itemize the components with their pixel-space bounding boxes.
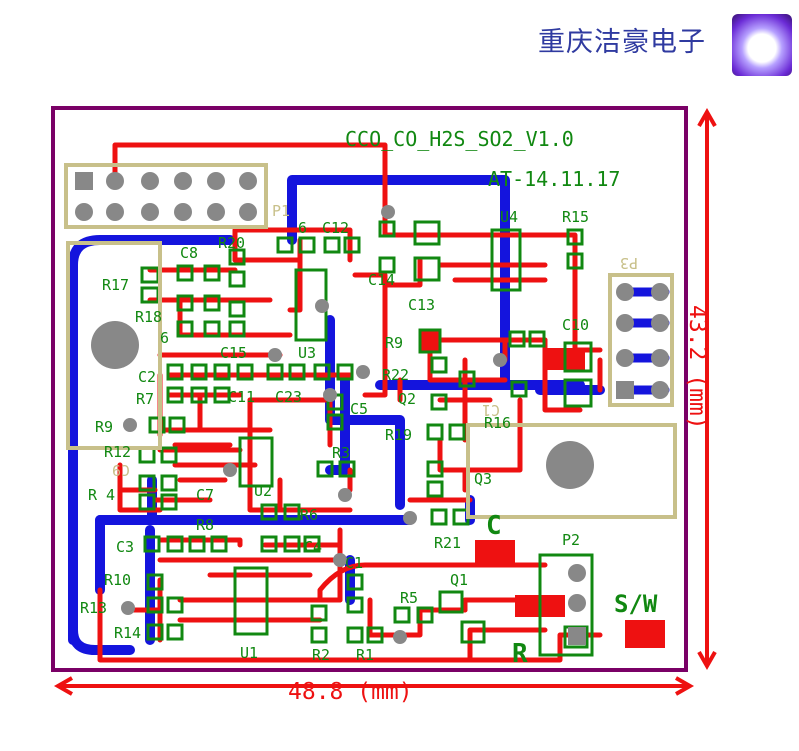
designator-p3: P3 (620, 254, 638, 272)
designator: R7 (136, 390, 154, 408)
designator: 6 (298, 219, 307, 237)
designator: C23 (275, 388, 302, 406)
designator: R22 (382, 366, 409, 384)
designator: R12 (104, 443, 131, 461)
designator: U2 (254, 482, 272, 500)
smd-footprints (138, 220, 594, 657)
designator: C10 (562, 316, 589, 334)
vias (121, 205, 507, 644)
p3-header-pins (616, 283, 669, 399)
sensor-left-outline (66, 241, 162, 450)
designator-labels: U4 R15 C12 6 R20 C8 R17 C14 C13 R18 6 C1… (80, 208, 589, 664)
designator: C4 (304, 538, 322, 556)
designator: R21 (434, 534, 461, 552)
top-layer-traces (97, 142, 603, 663)
silkscreen (64, 163, 677, 519)
designator: R3 (332, 444, 350, 462)
designator: R9 (95, 418, 113, 436)
width-dimension-label: 48.8 (mm) (288, 679, 413, 705)
p2-header-pins (568, 564, 586, 645)
designator: C11 (228, 388, 255, 406)
designator: R13 (80, 599, 107, 617)
designator: 6 (160, 329, 169, 347)
pad-label-r: R (512, 639, 528, 669)
pad-label-c: C (486, 511, 502, 541)
designator: C12 (322, 219, 349, 237)
designator: Q1 (450, 571, 468, 589)
designator: R16 (484, 414, 511, 432)
pad-label-sw: S/W (614, 590, 658, 618)
designator: R14 (114, 624, 141, 642)
designator: C13 (408, 296, 435, 314)
height-dimension-label: 43.2 (mm) (684, 305, 710, 430)
designator: R20 (218, 234, 245, 252)
designator-c9-mirrored: C9 (112, 461, 130, 479)
designator: Q2 (398, 390, 416, 408)
designator: R18 (135, 308, 162, 326)
designator: R6 (300, 506, 318, 524)
designator: C7 (196, 486, 214, 504)
designator: C14 (368, 271, 395, 289)
designator: R2 (312, 646, 330, 664)
designator: U4 (500, 208, 518, 226)
brand-name: 重庆洁豪电子 (538, 27, 706, 58)
designator: R10 (104, 571, 131, 589)
designator-p1: P1 (272, 202, 290, 220)
designator: R5 (400, 589, 418, 607)
designator: C1 (345, 554, 363, 572)
designator: C8 (180, 244, 198, 262)
designator: R1 (356, 646, 374, 664)
dimension-lines (53, 107, 717, 696)
hand-logo-icon (732, 14, 792, 76)
designator-c1-mirrored: C1 (482, 401, 500, 419)
p1-header-pins (75, 172, 257, 221)
board-title: CCO_CO_H2S_SO2_V1.0 (345, 127, 574, 151)
p3-header-traces (620, 287, 670, 395)
p1-header-outline (64, 163, 268, 229)
designator: C3 (116, 538, 134, 556)
designator: U1 (240, 644, 258, 662)
sensor-right-outline (466, 423, 677, 519)
designator: C15 (220, 344, 247, 362)
board-date-code: AT-14.11.17 (488, 167, 620, 191)
designator: R 4 (88, 486, 115, 504)
designator: R19 (385, 426, 412, 444)
designator: C5 (350, 400, 368, 418)
designator: C2 (138, 368, 156, 386)
board-outline (51, 106, 688, 672)
designator: R9 (385, 334, 403, 352)
designator: Q3 (474, 470, 492, 488)
designator: R17 (102, 276, 129, 294)
sensor-left-hole (91, 321, 139, 369)
designator: U3 (298, 344, 316, 362)
sensor-right-hole (546, 441, 594, 489)
designator: R8 (196, 516, 214, 534)
p3-header-outline (608, 273, 674, 407)
designator: R15 (562, 208, 589, 226)
designator: P2 (562, 531, 580, 549)
